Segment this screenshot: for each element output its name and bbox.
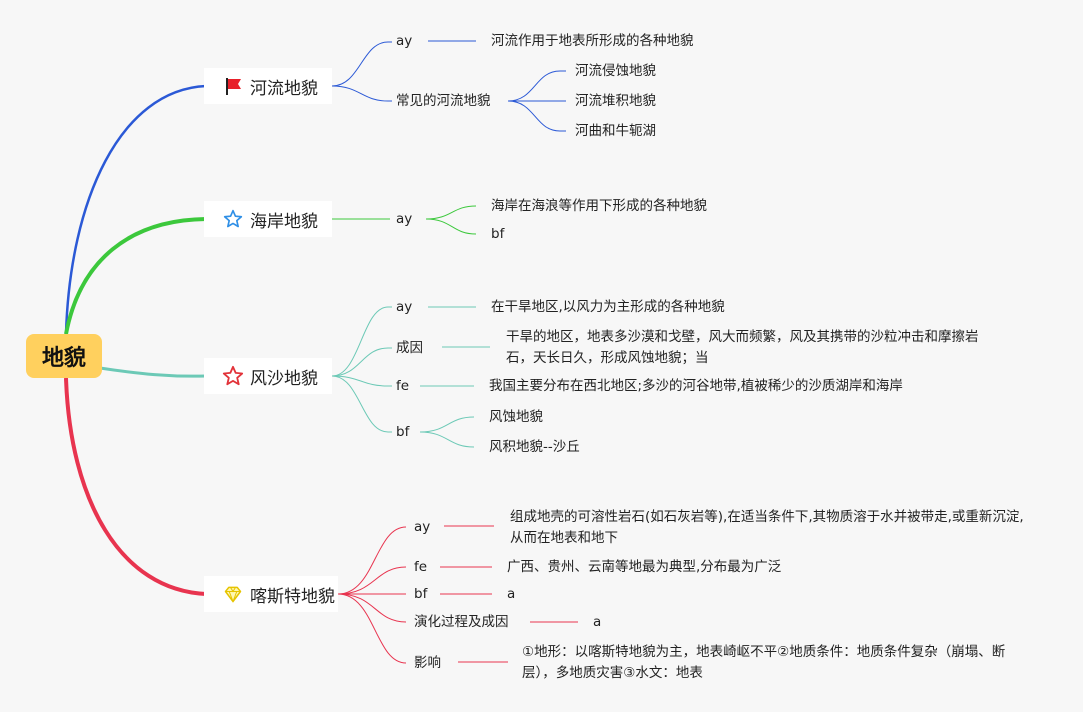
karst-ay-text[interactable]: 组成地壳的可溶性岩石(如石灰岩等),在适当条件下,其物质溶于水并被带走,或重新沉… [510, 509, 1024, 546]
yellow-diamond-icon [222, 583, 244, 605]
wind-ay-key[interactable]: ay [396, 299, 413, 315]
karst-fe-key[interactable]: fe [414, 559, 428, 575]
karst-bf-key[interactable]: bf [414, 586, 428, 602]
karst-fe-text[interactable]: 广西、贵州、云南等地最为典型,分布最为广泛 [507, 559, 782, 575]
root-to-river-line [64, 84, 207, 335]
blue-star-icon [222, 208, 244, 230]
wind-fe-text[interactable]: 我国主要分布在西北地区;多沙的河谷地带,植被稀少的沙质湖岸和海岸 [489, 378, 903, 394]
karst-impact-key[interactable]: 影响 [414, 655, 441, 671]
coast-bf-text[interactable]: bf [491, 226, 505, 242]
coast-ay-key[interactable]: ay [396, 211, 413, 227]
river-erosion-text[interactable]: 河流侵蚀地貌 [575, 63, 656, 79]
red-star-icon [222, 365, 244, 387]
karst-evolution-key[interactable]: 演化过程及成因 [414, 614, 509, 630]
topic-coastal-landforms[interactable]: 海岸地貌 [204, 201, 332, 237]
coast-ay-text[interactable]: 海岸在海浪等作用下形成的各种地貌 [491, 198, 707, 214]
wind-erosion-text[interactable]: 风蚀地貌 [489, 409, 543, 425]
root-to-karst-line [64, 377, 207, 596]
river-deposition-text[interactable]: 河流堆积地貌 [575, 93, 656, 109]
wind-bf-key[interactable]: bf [396, 424, 410, 440]
wind-ay-text[interactable]: 在干旱地区,以风力为主形成的各种地貌 [491, 299, 725, 315]
karst-evolution-text[interactable]: a [593, 614, 602, 630]
river-meander-text[interactable]: 河曲和牛轭湖 [575, 123, 656, 139]
root-to-coast-line [64, 217, 207, 335]
wind-deposition-text[interactable]: 风积地貌--沙丘 [489, 439, 580, 455]
topic-river-landforms[interactable]: 河流地貌 [204, 68, 332, 104]
root-to-wind-line [99, 366, 207, 378]
red-flag-icon [222, 75, 244, 97]
karst-bf-text[interactable]: a [507, 586, 516, 602]
river-ay-text[interactable]: 河流作用于地表所形成的各种地貌 [491, 33, 694, 49]
river-ay-key[interactable]: ay [396, 33, 413, 49]
river-common-key[interactable]: 常见的河流地貌 [396, 93, 491, 109]
wind-cause-text[interactable]: 干旱的地区，地表多沙漠和戈壁，风大而频繁，风及其携带的沙粒冲击和摩擦岩石，天长日… [506, 329, 979, 366]
wind-fe-key[interactable]: fe [396, 378, 410, 394]
karst-ay-key[interactable]: ay [414, 519, 431, 535]
karst-impact-text[interactable]: ①地形：以喀斯特地貌为主，地表崎岖不平②地质条件：地质条件复杂（崩塌、断层），多… [522, 644, 1006, 681]
topic-karst-landforms[interactable]: 喀斯特地貌 [204, 576, 338, 612]
wind-cause-key[interactable]: 成因 [396, 340, 423, 356]
root-node[interactable]: 地貌 [26, 334, 102, 378]
topic-aeolian-landforms[interactable]: 风沙地貌 [204, 358, 332, 394]
